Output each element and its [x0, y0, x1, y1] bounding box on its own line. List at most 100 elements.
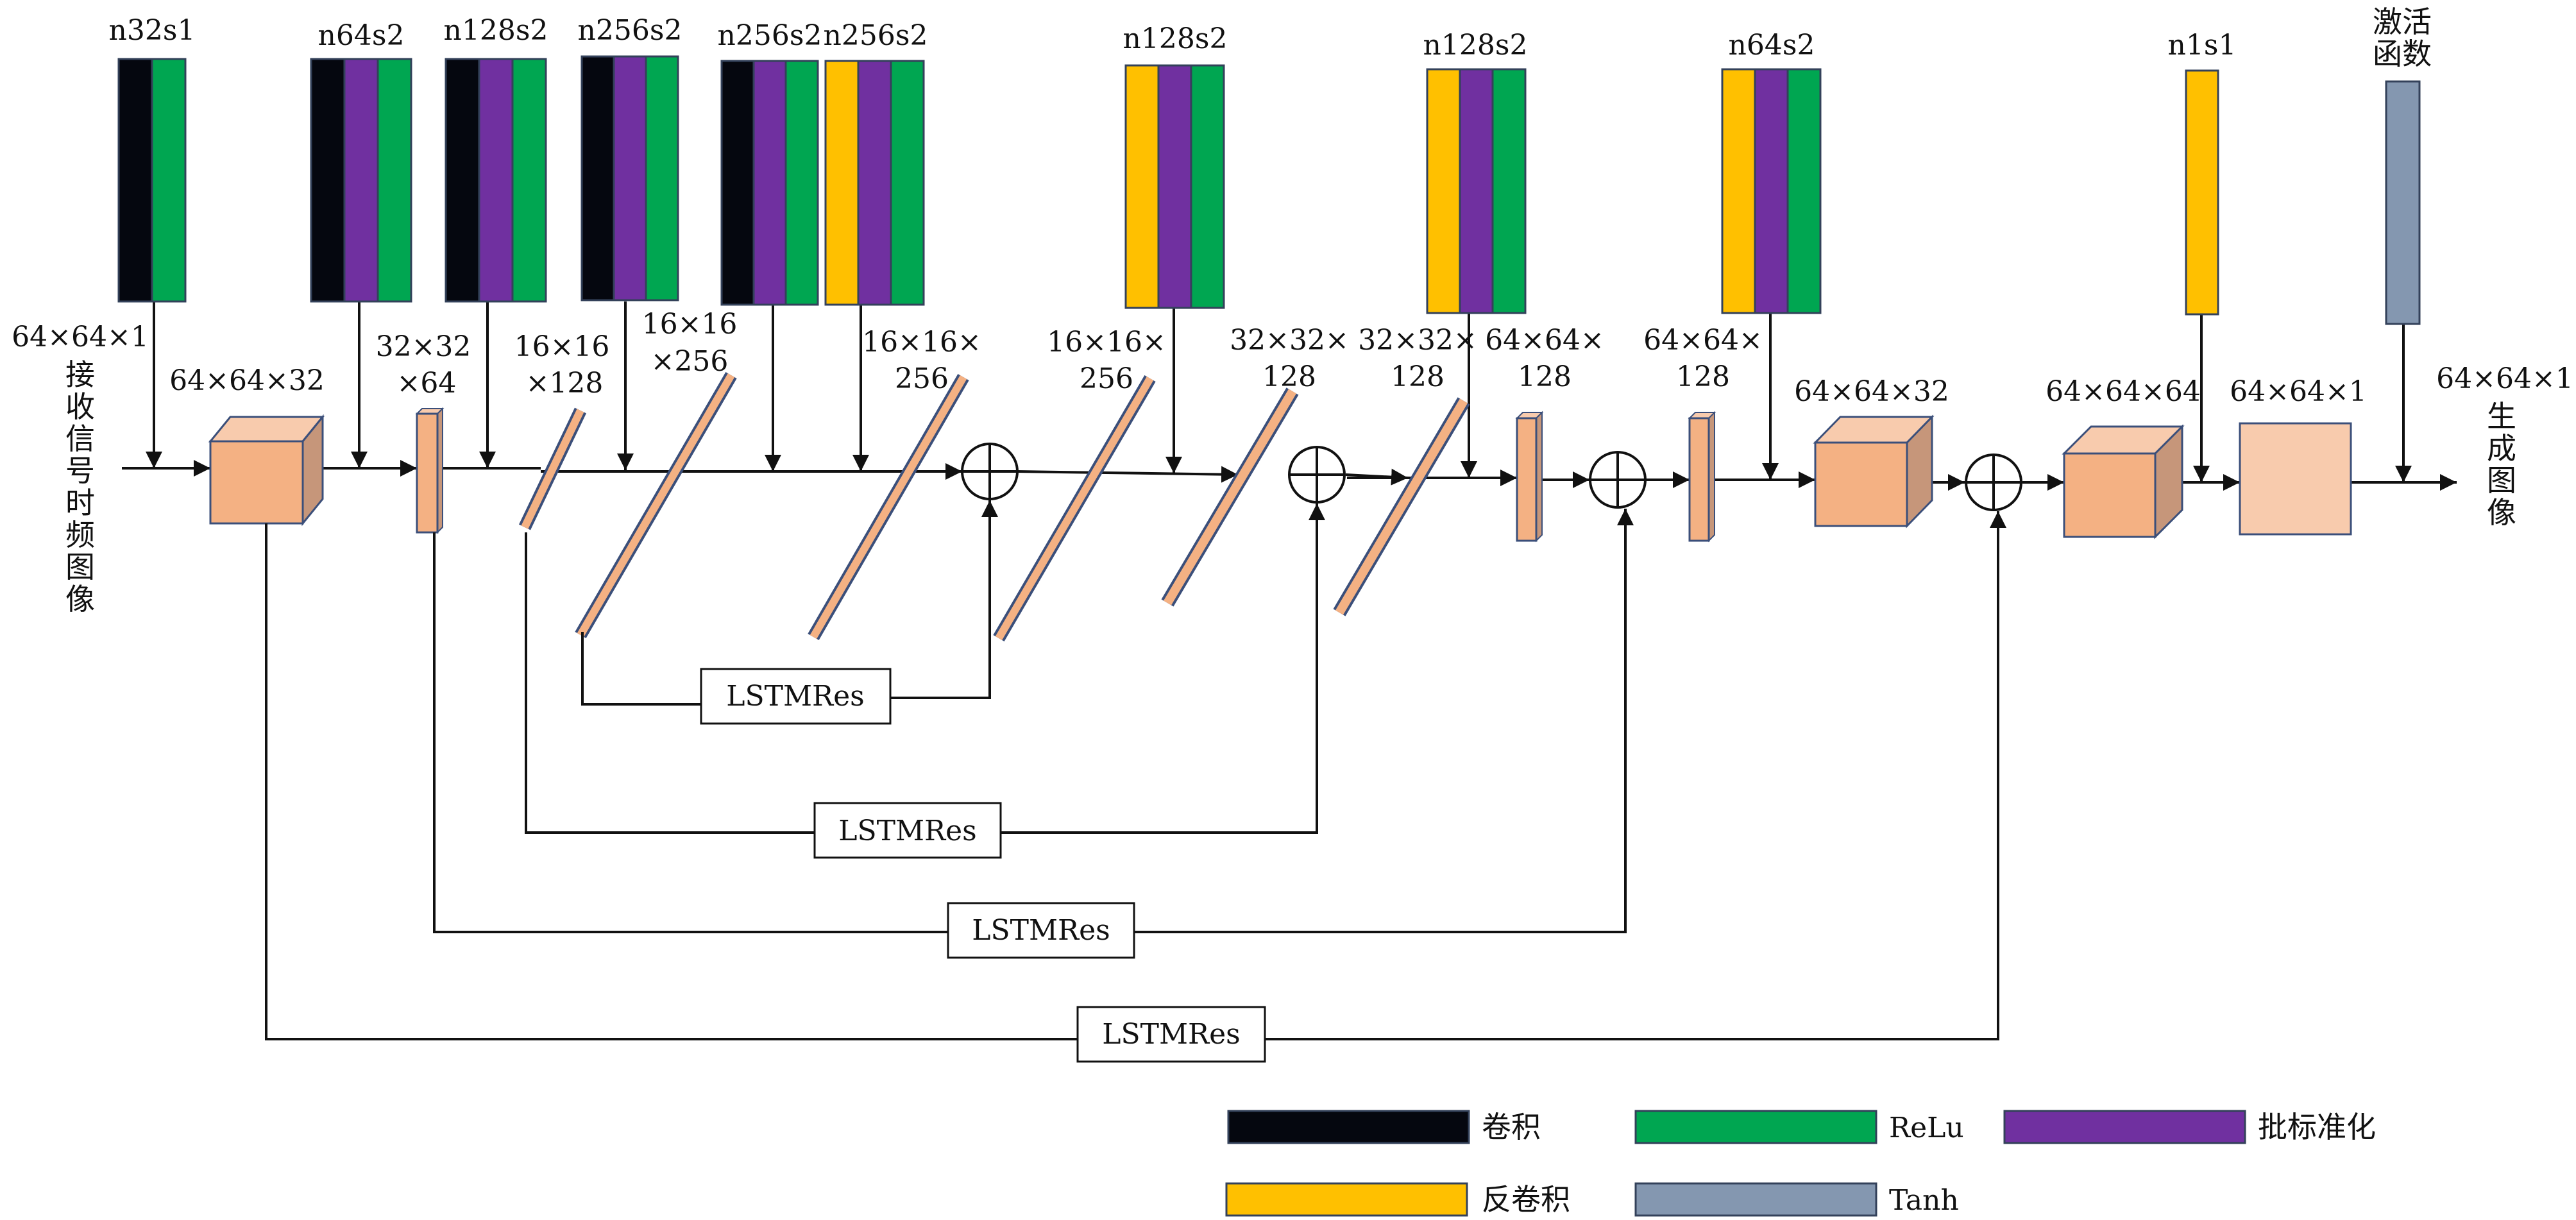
- feature-slab-diagonal-8: [1333, 397, 1470, 616]
- input-name-char: 收: [65, 389, 95, 424]
- output-name-char: 生: [2487, 399, 2516, 434]
- legend-swatch: [1227, 1110, 1470, 1144]
- block-b8: [1426, 68, 1527, 314]
- layer-batchnorm: [343, 58, 379, 303]
- layer-deconv: [824, 60, 860, 306]
- skip3-box: LSTMRes: [947, 902, 1135, 959]
- layer-relu: [377, 58, 412, 303]
- layer-relu: [645, 55, 679, 301]
- feature-slab-diagonal-7: [1161, 387, 1299, 607]
- lstmres-label: LSTMRes: [838, 815, 977, 847]
- legend-swatch: [1634, 1110, 1877, 1144]
- block-b3: [445, 58, 547, 303]
- feature-slab-diagonal-3: [518, 407, 587, 530]
- add-node-1: [961, 443, 1019, 500]
- block-b9: [1721, 68, 1822, 314]
- layer-batchnorm: [1157, 64, 1192, 309]
- lstmres-label: LSTMRes: [1102, 1018, 1241, 1051]
- output-name-char: 成: [2487, 431, 2516, 466]
- layer-relu: [151, 58, 187, 303]
- layer-conv: [310, 58, 346, 303]
- layer-deconv: [1124, 64, 1160, 309]
- block-label: n32s1: [109, 14, 196, 47]
- feature-slab-diagonal-4: [575, 371, 737, 639]
- layer-batchnorm: [1754, 68, 1789, 314]
- feature-slab-diagonal-6: [993, 375, 1156, 642]
- adders: [961, 443, 2022, 511]
- legend-swatch: [1225, 1182, 1468, 1217]
- block-b1: [117, 58, 187, 303]
- skip1-box: LSTMRes: [700, 668, 892, 725]
- feature-size: 64×64×: [1485, 324, 1604, 357]
- layer-conv: [720, 60, 755, 306]
- feature-size: ×64: [397, 367, 457, 400]
- block-b11: [2385, 80, 2421, 325]
- block-labels: n32s1 n64s2 n128s2 n256s2 n256s2 n256s2 …: [109, 4, 2432, 71]
- legend-item-conv: 卷积: [1227, 1110, 1541, 1144]
- feature-maps: [208, 371, 2352, 642]
- block-arrows: [146, 301, 2412, 482]
- output-size-label: 64×64×1: [2436, 362, 2573, 395]
- layer-relu: [511, 58, 547, 303]
- layer-relu: [890, 60, 925, 306]
- layer-deconv: [2185, 69, 2219, 316]
- feature-cube-1: [208, 414, 325, 527]
- lstmres-label: LSTMRes: [726, 680, 865, 713]
- feature-size: 256: [895, 362, 949, 395]
- legend-item-deconv: 反卷积: [1225, 1182, 1570, 1217]
- layer-batchnorm: [478, 58, 514, 303]
- block-label: n256s2: [718, 19, 822, 52]
- feature-size: 64×64×32: [1794, 375, 1949, 408]
- feature-slab-2: [415, 407, 445, 534]
- layer-blocks: [117, 55, 2421, 325]
- feature-size: 32×32×: [1358, 324, 1477, 357]
- feature-slab-10: [1688, 411, 1716, 543]
- skip4-box: LSTMRes: [1076, 1006, 1266, 1063]
- block-label: n128s2: [1123, 22, 1228, 55]
- block-label: n128s2: [444, 14, 548, 47]
- feature-size: 128: [1518, 360, 1572, 393]
- add-node-4: [1965, 453, 2022, 511]
- add-node-2: [1288, 446, 1346, 504]
- flow-arrow: [1016, 466, 1239, 483]
- feature-slab-9: [1515, 411, 1544, 543]
- block-label-line: 函数: [2373, 37, 2432, 71]
- legend: 卷积 ReLu 批标准化 反卷积 Tanh: [1225, 1110, 2376, 1217]
- layer-conv: [445, 58, 480, 303]
- input-name-char: 时: [65, 486, 95, 520]
- layer-conv: [117, 58, 153, 303]
- feature-size: ×256: [651, 345, 729, 378]
- skip3-line-left: [433, 532, 948, 933]
- output-name: 生 成 图 像: [2487, 399, 2516, 530]
- legend-label: 卷积: [1482, 1110, 1541, 1144]
- feature-size: 64×64×32: [169, 364, 325, 397]
- block-b4: [580, 55, 679, 301]
- feature-size: 16×16: [514, 330, 610, 363]
- feature-size: 128: [1676, 360, 1730, 393]
- feature-size: 16×16×: [1047, 326, 1166, 359]
- block-b5: [720, 60, 819, 306]
- feature-cube-12: [2062, 424, 2185, 539]
- layer-relu: [1190, 64, 1225, 309]
- feature-size: 16×16: [642, 308, 738, 341]
- input-size-label: 64×64×1: [12, 321, 149, 353]
- layer-batchnorm: [1459, 68, 1494, 314]
- layer-deconv: [1721, 68, 1756, 314]
- block-label: n64s2: [318, 19, 405, 52]
- feature-size: 64×64×: [1643, 324, 1763, 357]
- feature-size: 128: [1391, 360, 1445, 393]
- layer-tanh: [2385, 80, 2421, 325]
- skip2-box: LSTMRes: [813, 802, 1002, 859]
- block-label: n128s2: [1423, 29, 1528, 62]
- input-name-char: 频: [65, 518, 95, 552]
- feature-slab-diagonal-5: [808, 373, 969, 641]
- block-b10: [2185, 69, 2219, 316]
- layer-relu: [1491, 68, 1527, 314]
- skip2-line-right: [1001, 504, 1325, 834]
- add-node-3: [1589, 451, 1647, 509]
- block-label: n256s2: [824, 19, 928, 52]
- input-name-char: 接: [65, 357, 95, 392]
- block-b6: [824, 60, 925, 306]
